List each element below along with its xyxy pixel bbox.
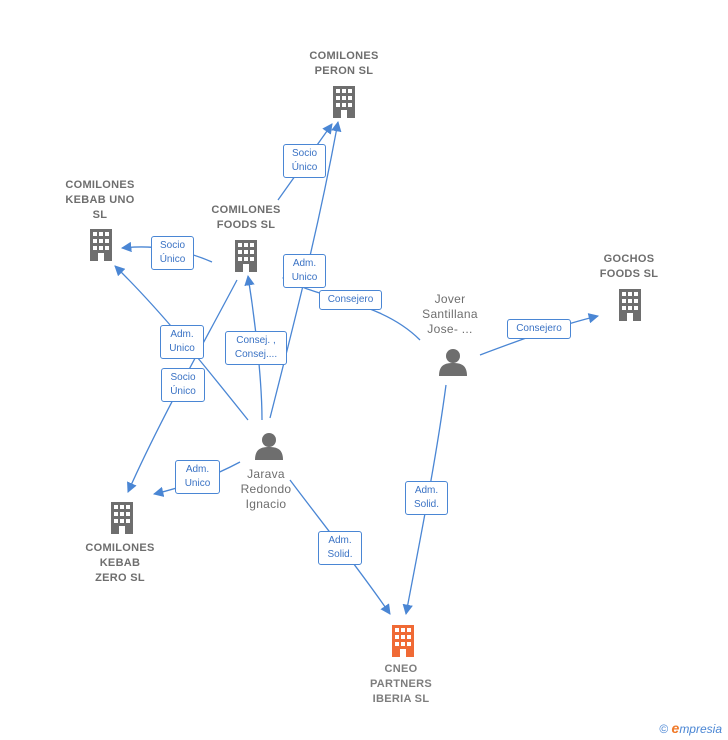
- building-icon: [90, 229, 112, 261]
- building-icon: [392, 625, 414, 657]
- edge-label-adm-solid[interactable]: Adm.Solid.: [318, 531, 362, 565]
- edge-label-adm-unico[interactable]: Adm.Unico: [160, 325, 204, 359]
- copyright-symbol: ©: [659, 722, 669, 736]
- footer-brand: © empresia: [659, 720, 722, 736]
- building-icon: [235, 240, 257, 272]
- building-icon: [111, 502, 133, 534]
- brand-logo-text: mpresia: [679, 722, 722, 736]
- edge-label-adm-unico[interactable]: Adm.Unico: [175, 460, 220, 494]
- building-icon: [619, 289, 641, 321]
- edge-label-adm-unico[interactable]: Adm.Unico: [283, 254, 326, 288]
- edge-label-consejero[interactable]: Consejero: [319, 290, 382, 310]
- building-icon: [333, 86, 355, 118]
- edge-label-consejero[interactable]: Consejero: [507, 319, 571, 339]
- person-icon: [439, 349, 467, 376]
- brand-logo-e: e: [671, 720, 680, 736]
- person-icon: [255, 433, 283, 460]
- edge-label-consej[interactable]: Consej. ,Consej....: [225, 331, 287, 365]
- edge-label-adm-solid[interactable]: Adm.Solid.: [405, 481, 448, 515]
